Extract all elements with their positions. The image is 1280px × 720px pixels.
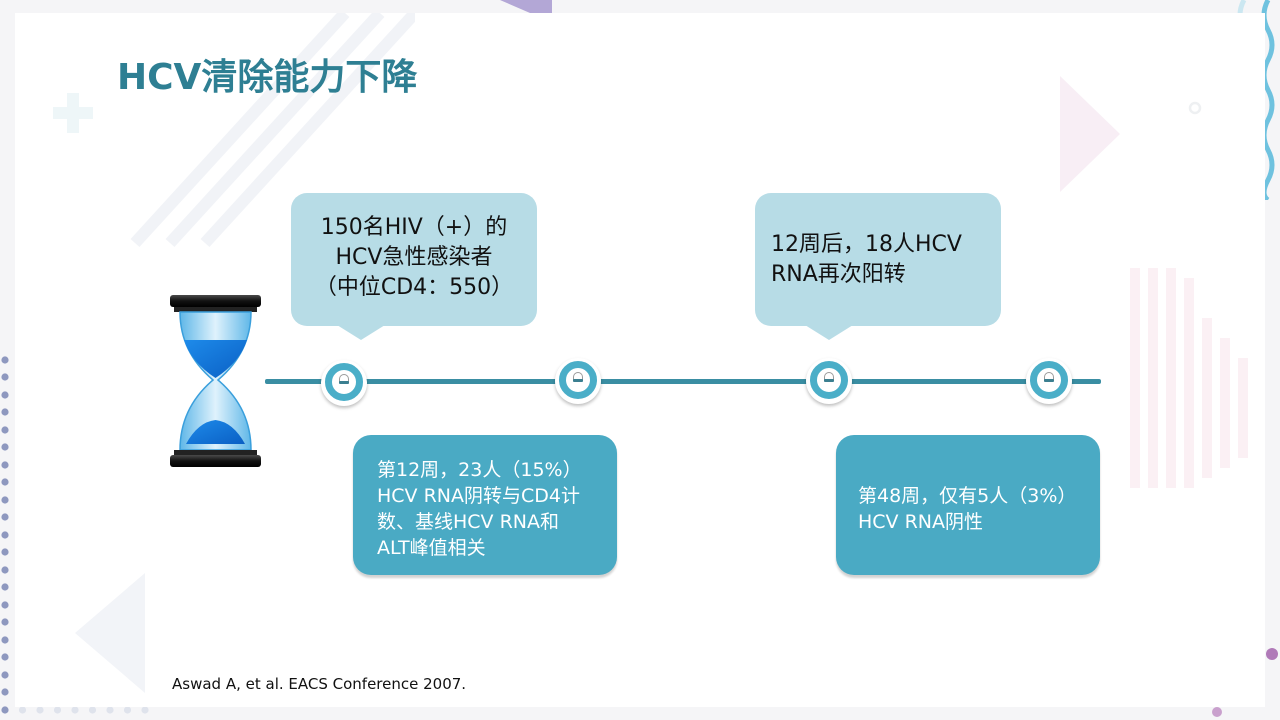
- page-title: HCV清除能力下降: [117, 57, 418, 98]
- minus-circle-icon: [559, 361, 597, 399]
- callout-top-2-text: 12周后，18人HCV RNA再次阳转: [771, 232, 962, 287]
- callout-top-2: 12周后，18人HCV RNA再次阳转: [755, 193, 1001, 340]
- callout-tail: [337, 325, 385, 340]
- callout-bottom-2-text: 第48周，仅有5人（3%） HCV RNA阴性: [858, 485, 1077, 533]
- callout-bottom-1-text: 第12周，23人（15%） HCV RNA阴转与CD4计 数、基线HCV RNA…: [377, 459, 582, 559]
- callout-bottom-1: 第12周，23人（15%） HCV RNA阴转与CD4计 数、基线HCV RNA…: [353, 435, 617, 575]
- timeline-node-2[interactable]: [555, 358, 601, 404]
- minus-circle-icon: [810, 361, 848, 399]
- decor-plus-icon: [53, 93, 93, 133]
- minus-circle-icon: [325, 363, 363, 401]
- hourglass-icon: [170, 295, 261, 467]
- timeline-node-4[interactable]: [1026, 358, 1072, 404]
- timeline-node-3[interactable]: [806, 358, 852, 404]
- decor-circle-icon: [1188, 101, 1202, 115]
- decor-triangle-right-icon: [1060, 76, 1120, 192]
- decor-triangle-left-icon: [75, 573, 145, 693]
- callout-top-1: 150名HIV（+）的 HCV急性感染者 （中位CD4：550）: [291, 193, 537, 340]
- timeline-line: [265, 379, 1101, 384]
- citation: Aswad A, et al. EACS Conference 2007.: [172, 675, 467, 693]
- decor-half-circle-stripes-icon: [1130, 268, 1248, 488]
- minus-circle-icon: [1030, 361, 1068, 399]
- callout-top-1-text: 150名HIV（+）的 HCV急性感染者 （中位CD4：550）: [314, 215, 514, 300]
- timeline-node-1[interactable]: [321, 360, 367, 406]
- callout-bottom-2: 第48周，仅有5人（3%） HCV RNA阴性: [836, 435, 1100, 575]
- callout-tail: [805, 325, 853, 340]
